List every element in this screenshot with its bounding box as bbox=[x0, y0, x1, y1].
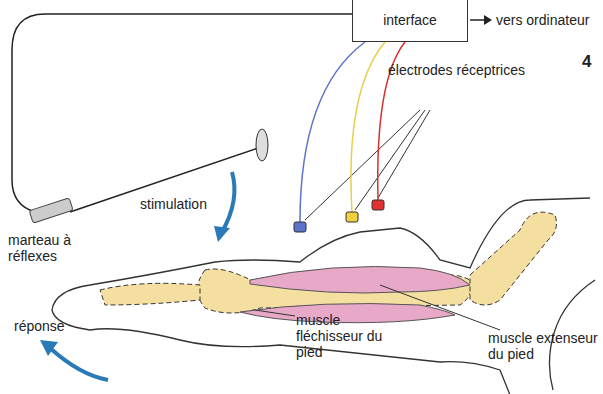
part-label: réponse bbox=[14, 318, 84, 334]
response-arrow bbox=[50, 348, 108, 380]
electrode bbox=[346, 212, 358, 222]
electrode bbox=[372, 200, 384, 210]
thigh-bone bbox=[470, 212, 556, 305]
box-text: interface bbox=[383, 12, 437, 28]
arrow-head bbox=[484, 15, 492, 25]
electrode bbox=[294, 222, 306, 232]
part-label: muscle fléchisseur du pied bbox=[296, 312, 406, 360]
hammer-grip bbox=[29, 198, 73, 223]
hammer-head bbox=[256, 129, 268, 161]
leader-line bbox=[305, 110, 420, 220]
leader-line bbox=[255, 310, 295, 316]
electrode-wire bbox=[300, 42, 365, 222]
leader-line bbox=[380, 285, 500, 330]
leader-line bbox=[378, 110, 430, 198]
figure-number: 4 bbox=[582, 54, 598, 70]
interface-box: interface bbox=[352, 0, 468, 42]
part-label: vers ordinateur bbox=[496, 12, 601, 28]
part-label: électrodes réceptrices bbox=[388, 62, 558, 78]
part-label: muscle extenseur du pied bbox=[488, 330, 598, 362]
leg-outline bbox=[52, 198, 595, 394]
stimulation-arrow bbox=[222, 172, 234, 232]
foot-bone bbox=[100, 283, 200, 305]
flexor-muscle bbox=[240, 304, 455, 323]
hammer-handle bbox=[70, 148, 258, 212]
leader-line bbox=[355, 110, 425, 210]
part-label: marteau à réflexes bbox=[8, 232, 88, 264]
arrow-head bbox=[40, 340, 58, 356]
arrow-head bbox=[214, 226, 230, 242]
output-arrow bbox=[470, 19, 484, 21]
extensor-muscle bbox=[250, 267, 470, 294]
part-label: stimulation bbox=[140, 196, 230, 212]
